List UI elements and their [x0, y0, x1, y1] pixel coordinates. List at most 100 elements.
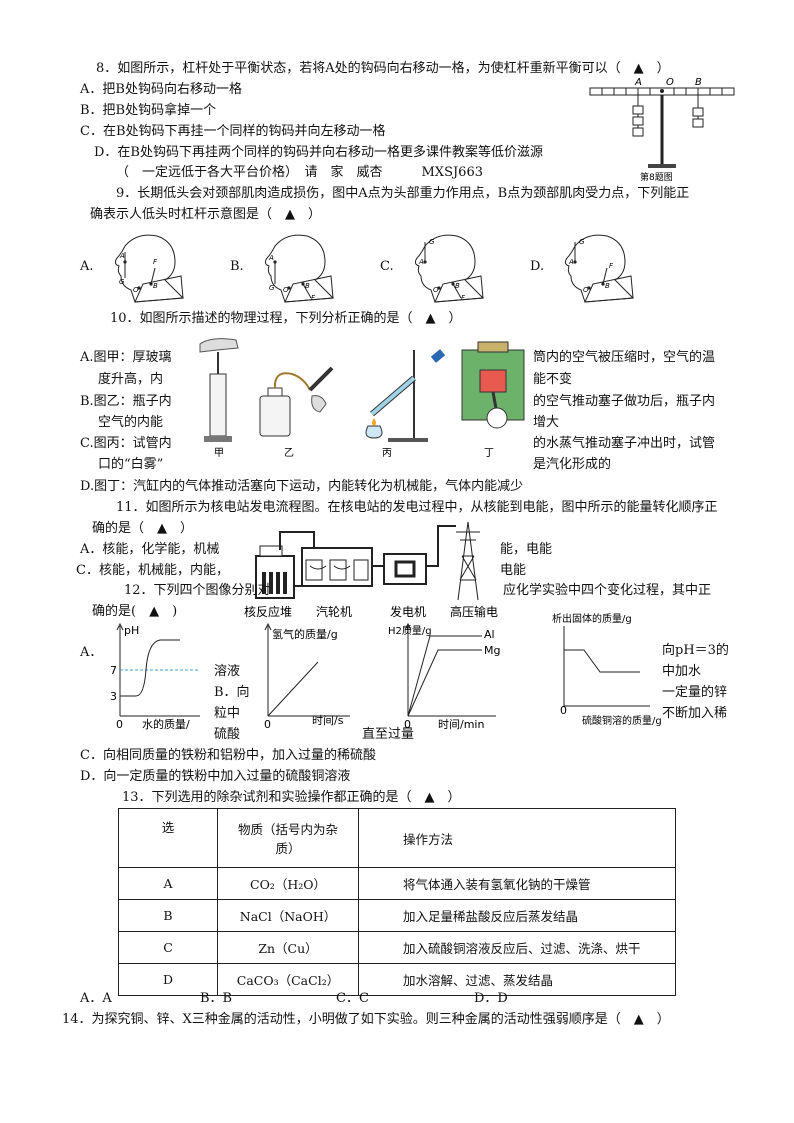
table-cell-substance: CaCO₃（CaCl₂） [217, 963, 359, 996]
q9-b-label-f: F [311, 294, 316, 302]
table-row: B NaCl（NaOH） 加入足量稀盐酸反应后蒸发结晶 [118, 899, 676, 932]
q12-c-series-mg: Mg [484, 644, 500, 657]
q9-option-c[interactable]: C. [380, 259, 394, 274]
q8-lever-figure: A O B 第8题图 [589, 77, 735, 183]
q8-option-d: D．在B处钩码下再挂两个同样的钩码并向右移动一格更多课件教案等低价滋源 [94, 145, 543, 160]
q9-c-label-f: F [461, 294, 466, 302]
q8-ad-line: （ 一定远低于各大平台价格） 请 家 威杏 MXSJ663 [116, 165, 483, 180]
q12-a-desc-4: 硫酸 [214, 727, 241, 742]
q9-d-label-a: A [568, 258, 574, 266]
q12-d-desc-3: 一定量的锌 [662, 685, 728, 700]
table-cell-option: C [118, 931, 218, 964]
table-cell-method: 加入硫酸铜溶液反应后、过滤、洗涤、烘干 [358, 931, 676, 964]
q8-option-b: B．把B处钩码拿掉一个 [80, 103, 217, 118]
q10-a2-left: 度升高，内 [98, 372, 164, 387]
q12-c-zero: 0 [404, 718, 411, 731]
q12-b-ylabel: 氢气的质量/g [272, 627, 338, 641]
q12-stem-2: 确的是( ▲ ) [92, 604, 178, 619]
q9-option-d[interactable]: D. [530, 259, 545, 274]
q10-c2-left: 口的“白雾” [98, 457, 164, 472]
q9-b-label-b: B [305, 282, 310, 290]
q10-a-left: A.图甲：厚玻璃 [80, 350, 172, 365]
q13-answer-a[interactable]: A．A [80, 991, 112, 1006]
table-header-option: 选 [118, 808, 218, 868]
q11-label-turbine: 汽轮机 [316, 604, 352, 619]
q8-label-b: B [695, 77, 702, 88]
q9-option-a[interactable]: A. [80, 259, 94, 274]
q10-caption-ding: 丁 [484, 448, 494, 459]
q10-b2-right: 增大 [533, 415, 560, 430]
q12-graph-b: 氢气的质量/g 0 时间/s [264, 622, 350, 731]
q12-d-xlabel: 硫酸铜溶的质量/g [582, 714, 662, 727]
q10-c2-right: 是汽化形成的 [533, 457, 612, 472]
q12-option-c: C．向相同质量的铁粉和铝粉中，加入过量的稀硫酸 [80, 748, 376, 763]
q10-c-left: C.图丙：试管内 [80, 436, 172, 451]
q12-a-ylabel: pH [124, 624, 139, 637]
q8-label-a: A [634, 77, 642, 88]
q12-stem-1-right: 应化学实验中四个变化过程，其中正 [503, 583, 712, 598]
table-row: C Zn（Cu） 加入硫酸铜溶液反应后、过滤、洗涤、烘干 [118, 931, 676, 964]
q10-c-right: 的水蒸气推动塞子冲出时，试管 [533, 436, 716, 451]
q8-option-a: A．把B处钩码向右移动一格 [80, 82, 242, 97]
q12-b-xlabel: 时间/s [312, 714, 344, 727]
q9-a-label-f: F [153, 258, 158, 266]
q12-c-xlabel: 时间/min [438, 718, 484, 731]
table-cell-method: 加入足量稀盐酸反应后蒸发结晶 [358, 899, 676, 932]
q12-a-desc-2: B．向 [214, 685, 250, 700]
q12-a-desc-tail: 直至过量 [362, 727, 415, 742]
q12-d-zero: 0 [560, 704, 567, 717]
q9-head-figure-b: A G F O B [264, 234, 335, 303]
q9-d-label-f: F [609, 262, 614, 270]
q9-d-label-g: G [579, 238, 585, 246]
q11-label-reactor: 核反应堆 [244, 604, 292, 619]
q12-option-d: D．向一定质量的铁粉中加入过量的硫酸铜溶液 [80, 769, 351, 784]
q12-c-ylabel: H2质量/g [388, 625, 432, 637]
q9-d-label-b: B [605, 282, 610, 290]
q9-c-label-o: O [433, 286, 439, 294]
q9-head-figure-c: G A F O B [414, 234, 485, 303]
table-row: A CO₂（H₂O） 将气体通入装有氢氧化钠的干燥管 [118, 867, 676, 900]
q9-b-label-a: A [268, 254, 274, 262]
q12-c-series-al: Al [484, 628, 495, 641]
q12-graph-c: H2质量/g 0 时间/min Al Mg [388, 622, 500, 731]
q9-option-b[interactable]: B. [230, 259, 244, 274]
table-header-substance-1: 物质（括号内为杂 [237, 822, 338, 837]
q9-d-label-o: O [583, 286, 589, 294]
q11-option-c-left: C．核能，机械能，内能， [76, 563, 229, 578]
q10-a-right: 筒内的空气被压缩时，空气的温 [533, 350, 716, 365]
q9-c-label-a: A [418, 258, 424, 266]
table-cell-method: 将气体通入装有氢氧化钠的干燥管 [358, 867, 676, 900]
table-header-row: 选 物质（括号内为杂 质） 操作方法 [118, 808, 676, 868]
q12-d-ylabel: 析出固体的质量/g [552, 612, 632, 625]
q12-graph-a: pH 7 3 0 水的质量/ [110, 622, 200, 731]
q9-head-figure-d: G A F O B [564, 234, 635, 303]
table-cell-substance: CO₂（H₂O） [217, 867, 359, 900]
q9-a-label-g: G [119, 278, 125, 286]
q10-a2-right: 能不变 [533, 372, 573, 387]
q12-a-tick-3: 3 [110, 690, 117, 703]
table-cell-substance: NaCl（NaOH） [217, 899, 359, 932]
table-header-substance: 物质（括号内为杂 质） [217, 808, 359, 868]
q12-d-desc-1: 向pH＝3的 [662, 643, 729, 658]
q9-a-label-a: A [119, 252, 125, 260]
q12-d-desc-2: 中加水 [662, 664, 702, 679]
q13-answer-c[interactable]: C．C [336, 991, 369, 1006]
q9-b-label-g: G [269, 284, 275, 292]
q10-stem: 10．如图所示描述的物理过程，下列分析正确的是（ ▲ ） [110, 311, 462, 326]
q8-stem: 8．如图所示，杠杆处于平衡状态，若将A处的钩码向右移动一格，为使杠杆重新平衡可以… [96, 61, 670, 76]
q10-option-d: D.图丁：汽缸内的气体推动活塞向下运动，内能转化为机械能，气体内能减少 [80, 479, 524, 494]
table-header-substance-2: 质） [275, 841, 301, 856]
q9-a-label-b: B [153, 282, 158, 290]
q12-b-zero: 0 [264, 718, 271, 731]
q10-caption-yi: 乙 [284, 447, 294, 459]
table-cell-method: 加水溶解、过滤、蒸发结晶 [358, 963, 676, 996]
q10-caption-jia: 甲 [214, 448, 224, 459]
q9-stem-1: 9．长期低头会对颈部肌肉造成损伤，图中A点为头部重力作用点，B点为颈部肌肉受力点… [116, 186, 690, 201]
q13-answer-b[interactable]: B．B [200, 991, 233, 1006]
q13-stem: 13．下列选用的除杂试剂和实验操作都正确的是（ ▲ ） [122, 790, 461, 805]
q13-answer-d[interactable]: D．D [474, 991, 508, 1006]
q10-figures: 甲 乙 丙 丁 [199, 338, 525, 459]
q11-nuclear-plant-figure: 核反应堆 汽轮机 发电机 高压输电 [244, 521, 498, 619]
q14-stem: 14．为探究铜、锌、X三种金属的活动性，小明做了如下实验。则三种金属的活动性强弱… [62, 1012, 670, 1027]
q12-option-a-label: A． [80, 645, 103, 660]
